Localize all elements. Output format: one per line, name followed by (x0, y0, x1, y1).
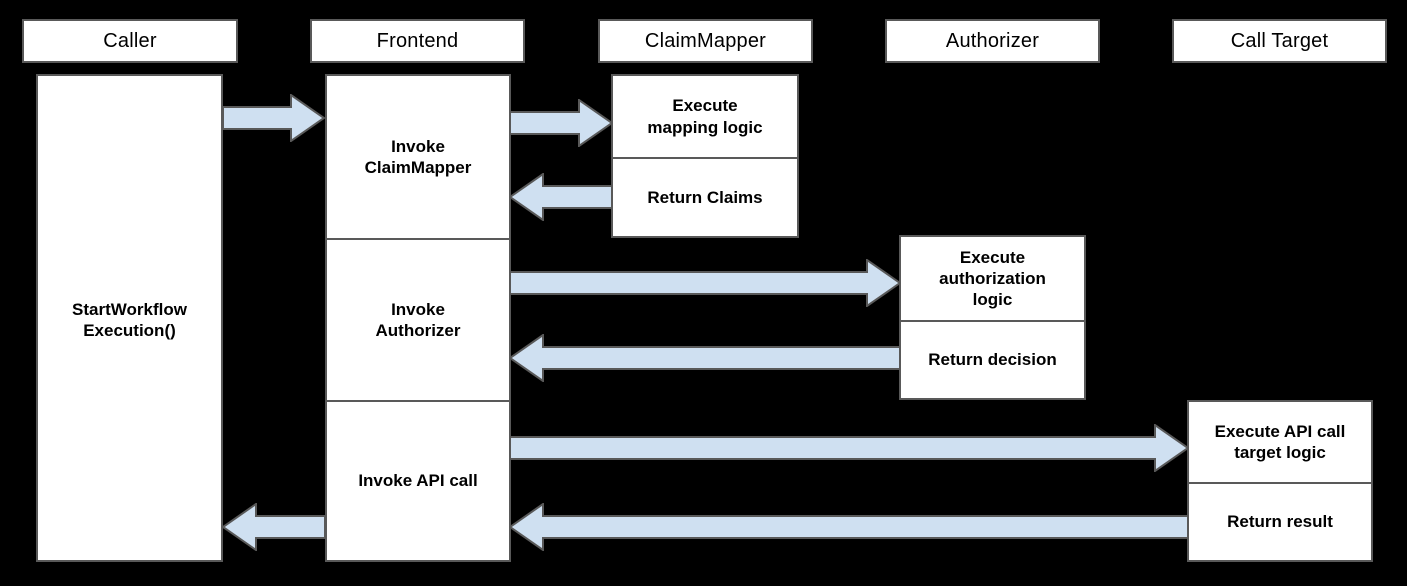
lifeline-header-label: Caller (103, 29, 157, 52)
message-arrow-call-target-to-frontend (509, 503, 1189, 551)
lifeline-header-claimmapper: ClaimMapper (598, 19, 813, 63)
message-arrow-frontend-to-authorizer (510, 259, 901, 307)
activation-segment-frontend-invoke-api-call: Invoke API call (327, 400, 509, 560)
lifeline-header-label: ClaimMapper (644, 29, 767, 52)
activation-segment-authorizer-return-decision: Return decision (901, 320, 1084, 398)
message-arrow-caller-to-frontend (223, 94, 325, 142)
lifeline-header-label: Call Target (1230, 29, 1329, 52)
lifeline-header-label: Frontend (376, 29, 459, 52)
activation-segment-label: Return result (1227, 512, 1333, 532)
activation-segment-claimmapper-return-claims: Return Claims (613, 157, 797, 236)
lifeline-header-caller: Caller (22, 19, 238, 63)
message-arrow-frontend-to-call-target (510, 424, 1189, 472)
activation-segment-label: Return Claims (647, 187, 763, 207)
lifeline-header-label: Authorizer (945, 29, 1040, 52)
lifeline-header-authorizer: Authorizer (885, 19, 1100, 63)
lifeline-header-frontend: Frontend (310, 19, 525, 63)
activation-segment-call-target-return-result: Return result (1189, 482, 1371, 560)
activation-segment-label: Return decision (928, 350, 1057, 370)
message-arrow-frontend-to-claimmapper (510, 99, 613, 147)
lifeline-header-call-target: Call Target (1172, 19, 1387, 63)
message-arrow-authorizer-to-frontend (509, 334, 901, 382)
message-arrow-claimmapper-to-frontend (509, 173, 613, 221)
message-arrow-frontend-to-caller (222, 503, 326, 551)
activation-segment-label: Invoke API call (358, 471, 478, 491)
